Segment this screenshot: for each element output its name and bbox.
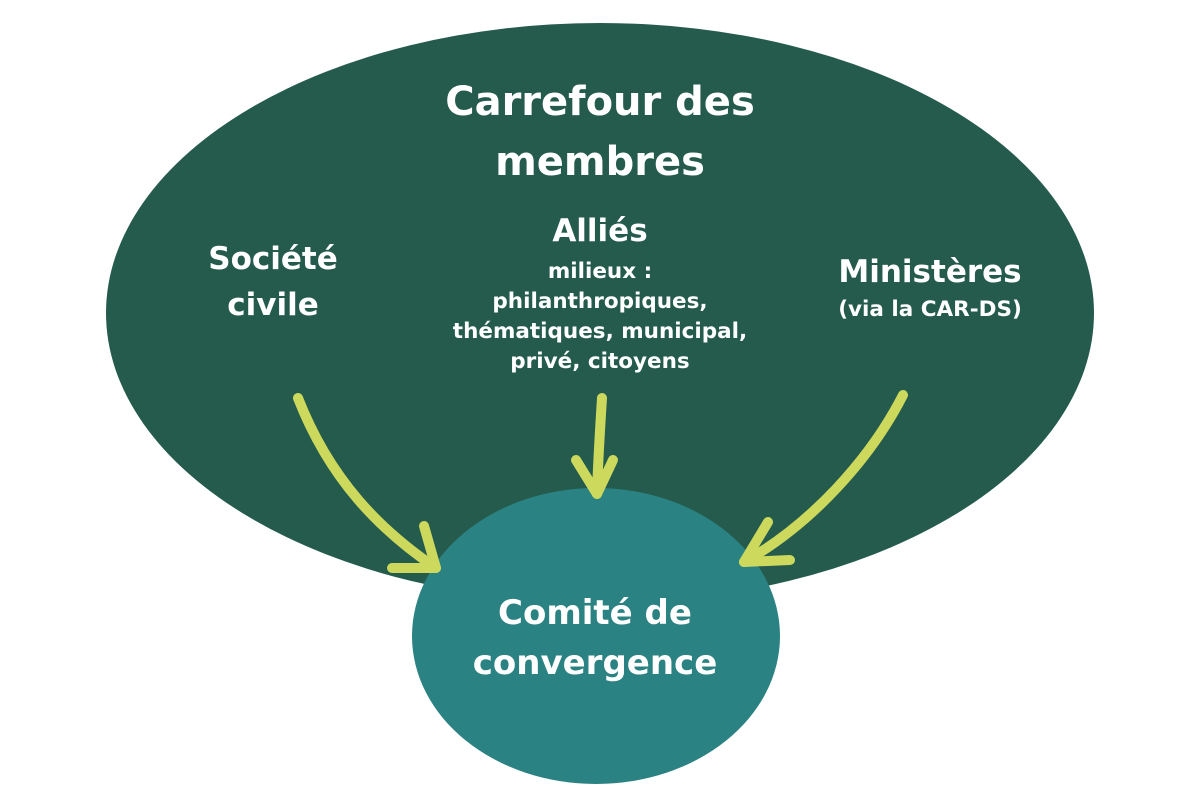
member-allies-title: Alliés: [552, 213, 648, 249]
member-societe-line1: Société: [208, 241, 338, 277]
carrefour-title: Carrefour des membres: [300, 72, 900, 192]
arrow-head-ministeres: [739, 517, 795, 567]
comite-label: Comité de convergence: [412, 588, 778, 688]
allies-sub-line1: milieux :: [547, 259, 653, 284]
member-ministeres-title: Ministères: [838, 254, 1022, 290]
allies-sub-line4: privé, citoyens: [510, 349, 690, 374]
comite-circle: [412, 488, 780, 784]
member-allies-description: milieux : philanthropiques, thématiques,…: [400, 257, 800, 377]
arrow-head-allies: [571, 455, 618, 499]
carrefour-ellipse: [106, 23, 1094, 603]
carrefour-title-line1: Carrefour des: [445, 79, 755, 125]
arrow-head-societe: [387, 521, 441, 573]
allies-sub-line3: thématiques, municipal,: [452, 319, 748, 344]
arrow-ministeres-to-comite: [739, 390, 908, 567]
member-ministeres-note: (via la CAR-DS): [838, 297, 1022, 322]
comite-line2: convergence: [472, 643, 718, 683]
comite-line1: Comité de: [498, 593, 692, 633]
member-societe-line2: civile: [227, 287, 319, 323]
allies-sub-line2: philanthropiques,: [492, 289, 708, 314]
carrefour-title-line2: membres: [495, 139, 705, 185]
member-societe-civile: Société civile: [160, 236, 386, 328]
arrow-societe-to-comite: [293, 393, 441, 573]
